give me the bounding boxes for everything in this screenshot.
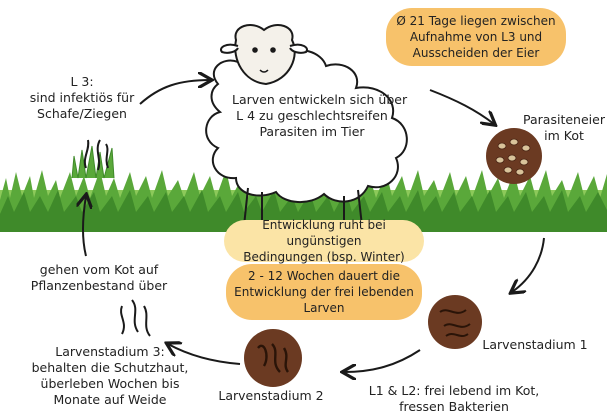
arrow-sheep-to-eggs (430, 90, 494, 124)
dev-bubble-line: Entwicklung der frei lebenden (234, 284, 414, 300)
l3-label: L 3: sind infektiös für Schafe/Ziegen (22, 74, 142, 122)
arrow-l3-to-sheep (140, 80, 210, 104)
migrate-label: gehen vom Kot auf Pflanzenbestand über (14, 262, 184, 294)
migrate-label-line: Pflanzenbestand über (14, 278, 184, 294)
dev-bubble-line: 2 - 12 Wochen dauert die (234, 268, 414, 284)
rest-bubble-line: Entwicklung ruht bei ungünstigen (224, 217, 424, 249)
stage3-label-line: Larvenstadium 3: (20, 344, 200, 360)
eggs-label: Parasiteneier im Kot (522, 112, 606, 144)
l1l2-label: L1 & L2: frei lebend im Kot, fressen Bak… (356, 383, 552, 415)
arrow-eggs-to-stage1 (512, 238, 544, 292)
top-bubble-line: Aufnahme von L3 und (396, 29, 555, 45)
stage3-larvae (121, 300, 150, 336)
l3-label-line: Schafe/Ziegen (22, 106, 142, 122)
l3-label-line: sind infektiös für (22, 90, 142, 106)
stage3-label-line: Monate auf Weide (20, 392, 200, 408)
sheep-text-line: Parasiten im Tier (232, 124, 392, 140)
eggs-label-line: Parasiteneier (522, 112, 606, 128)
l1l2-label-line: L1 & L2: frei lebend im Kot, (356, 383, 552, 399)
stage1-feces (428, 295, 482, 349)
top-info-bubble: Ø 21 Tage liegen zwischen Aufnahme von L… (386, 8, 566, 66)
stage3-label: Larvenstadium 3: behalten die Schutzhaut… (20, 344, 200, 408)
eggs-label-line: im Kot (522, 128, 606, 144)
stage2-label: Larvenstadium 2 (212, 388, 330, 404)
sheep-text-line: Larven entwickeln sich über (232, 92, 392, 108)
top-bubble-line: Ausscheiden der Eier (396, 45, 555, 61)
l3-label-line: L 3: (22, 74, 142, 90)
rest-bubble-line: Bedingungen (bsp. Winter) (224, 249, 424, 265)
arrow-stage1-to-stage2 (344, 350, 420, 372)
l3-larvae-grass (72, 140, 114, 178)
migrate-label-line: gehen vom Kot auf (14, 262, 184, 278)
rest-info-bubble: Entwicklung ruht bei ungünstigen Bedingu… (224, 220, 424, 262)
stage2-feces (244, 329, 302, 387)
sheep-body-text: Larven entwickeln sich über L 4 zu gesch… (232, 92, 392, 140)
dev-bubble-line: Larven (234, 300, 414, 316)
top-bubble-line: Ø 21 Tage liegen zwischen (396, 13, 555, 29)
stage1-label: Larvenstadium 1 (476, 337, 594, 353)
stage3-label-line: behalten die Schutzhaut, (20, 360, 200, 376)
sheep-text-line: L 4 zu geschlechtsreifen (232, 108, 392, 124)
development-info-bubble: 2 - 12 Wochen dauert die Entwicklung der… (226, 264, 422, 320)
l1l2-label-line: fressen Bakterien (356, 399, 552, 415)
stage3-label-line: überleben Wochen bis (20, 376, 200, 392)
